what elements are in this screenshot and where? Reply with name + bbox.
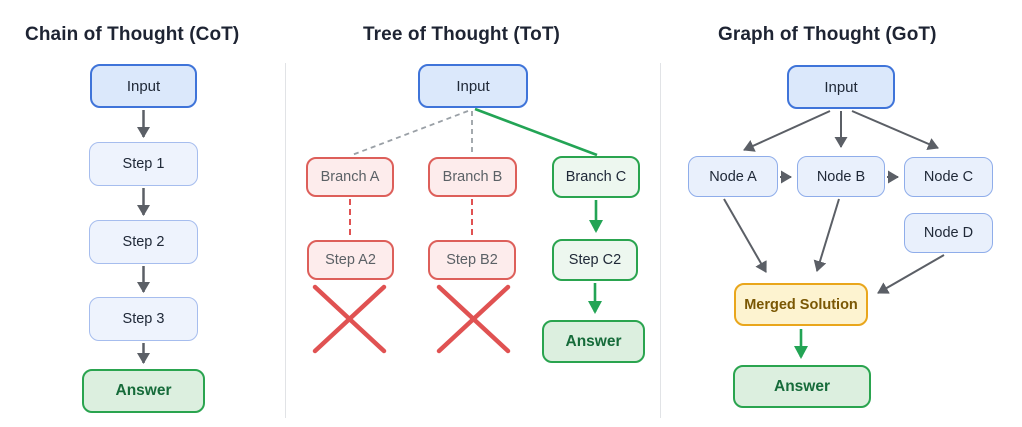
tot-green-edge-input-branchc bbox=[474, 107, 598, 157]
got-node-d: Node D bbox=[904, 213, 993, 253]
got-merged-solution-node: Merged Solution bbox=[734, 283, 868, 326]
tot-step-c2-node: Step C2 bbox=[552, 239, 638, 281]
got-answer-node: Answer bbox=[733, 365, 871, 408]
got-arrow-noded-merged bbox=[877, 254, 945, 294]
got-arrow-nodeb-merged bbox=[813, 198, 840, 272]
got-node-c: Node C bbox=[904, 157, 993, 197]
cot-step3-node: Step 3 bbox=[89, 297, 198, 341]
tot-branch-b-node: Branch B bbox=[428, 157, 517, 197]
got-arrow-input-nodec bbox=[851, 110, 939, 151]
tot-branch-c-node: Branch C bbox=[552, 156, 640, 198]
tot-step-a2-node: Step A2 bbox=[307, 240, 394, 280]
cot-panel-title: Chain of Thought (CoT) bbox=[25, 24, 240, 45]
got-input-node: Input bbox=[787, 65, 895, 109]
tot-answer-node: Answer bbox=[542, 320, 645, 363]
tot-branch-a-node: Branch A bbox=[306, 157, 394, 197]
tot-dashed-edge-input-brancha bbox=[351, 110, 469, 156]
tot-panel-title: Tree of Thought (ToT) bbox=[363, 24, 560, 45]
divider-tot-got bbox=[660, 63, 661, 418]
cot-answer-node: Answer bbox=[82, 369, 205, 413]
tot-x-mark-a-stroke2 bbox=[312, 284, 387, 354]
tot-x-mark-b-stroke2 bbox=[436, 284, 511, 354]
cot-step1-node: Step 1 bbox=[89, 142, 198, 186]
divider-cot-tot bbox=[285, 63, 286, 418]
got-arrow-nodea-merged bbox=[723, 198, 767, 273]
got-node-a: Node A bbox=[688, 156, 778, 197]
cot-input-node: Input bbox=[90, 64, 197, 108]
cot-step2-node: Step 2 bbox=[89, 220, 198, 264]
got-node-b: Node B bbox=[797, 156, 885, 197]
tot-input-node: Input bbox=[418, 64, 528, 108]
tot-step-b2-node: Step B2 bbox=[428, 240, 516, 280]
got-panel-title: Graph of Thought (GoT) bbox=[718, 24, 937, 45]
got-arrow-input-nodea bbox=[743, 110, 831, 152]
